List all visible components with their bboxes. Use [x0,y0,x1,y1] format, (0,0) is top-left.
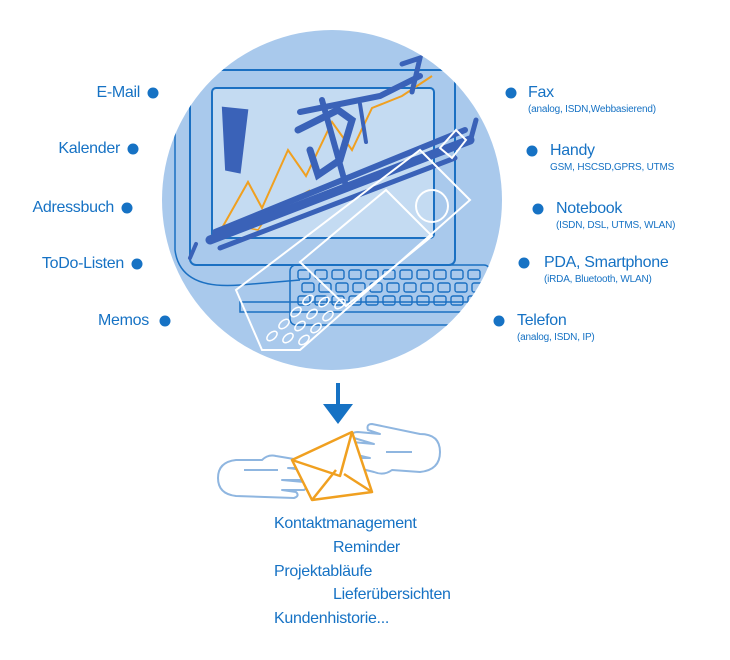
output-item: Kundenhistorie... [274,610,389,627]
source-label-memos: Memos [98,312,149,329]
right-bullets [493,87,544,327]
source-sub-fax: (analog, ISDN,Webbasierend) [528,104,656,115]
output-item: Reminder [333,539,400,556]
source-label-fax: Fax [528,84,554,101]
output-item: Kontaktmanagement [274,515,417,532]
source-label-calendar: Kalender [58,140,120,157]
source-sub-notebook: (ISDN, DSL, UTMS, WLAN) [556,220,676,231]
left-bullets [121,87,171,327]
source-label-handy: Handy [550,142,595,159]
hand-icon [343,423,441,475]
source-label-todo: ToDo-Listen [41,255,124,272]
source-sub-pda: (iRDA, Bluetooth, WLAN) [544,274,652,285]
hand-icon [217,454,314,499]
source-sub-telefon: (analog, ISDN, IP) [517,332,595,343]
output-item: Projektabläufe [274,563,373,580]
phone [234,128,472,351]
envelope-icon [290,430,374,502]
circle-illustration [174,54,491,351]
output-item: Lieferübersichten [333,586,451,603]
down-arrow-icon [323,383,353,424]
source-label-pda: PDA, Smartphone [544,254,669,271]
source-label-telefon: Telefon [517,312,567,329]
source-sub-handy: GSM, HSCSD,GPRS, UTMS [550,162,675,173]
chart-line [221,75,433,229]
source-label-email: E-Mail [96,84,140,101]
source-label-notebook: Notebook [556,200,623,217]
source-label-addressbook: Adressbuch [32,199,115,216]
